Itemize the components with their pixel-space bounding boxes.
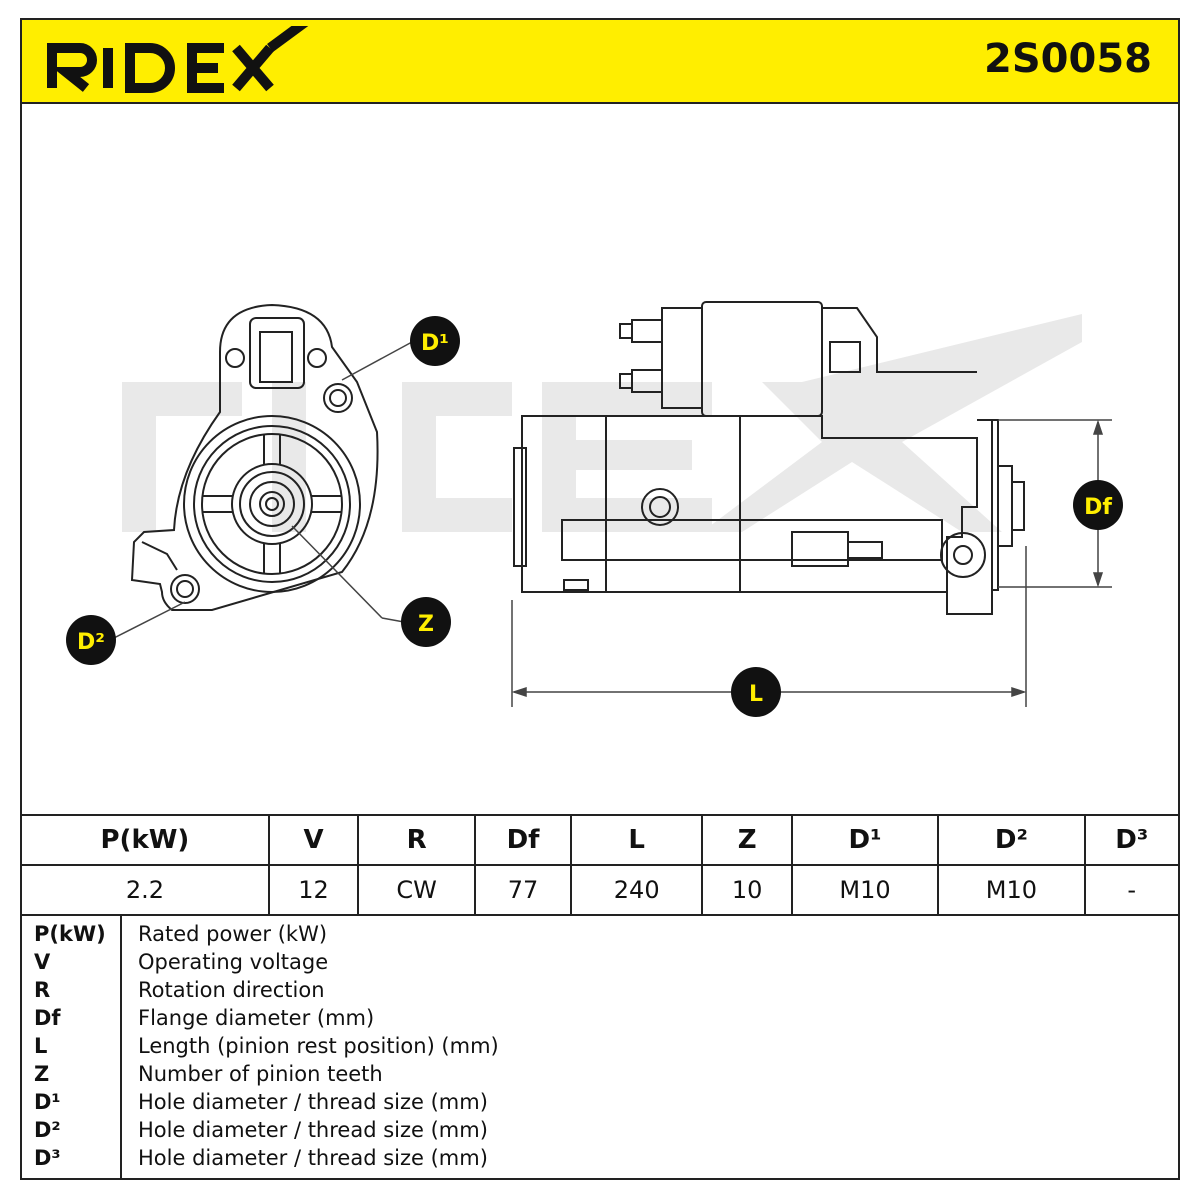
legend-key: R xyxy=(34,978,51,1002)
spec-value: M10 xyxy=(938,865,1086,916)
callout-l: L xyxy=(731,667,781,717)
callout-df: Df xyxy=(1073,480,1123,530)
legend-key: L xyxy=(34,1034,48,1058)
legend-desc: Rotation direction xyxy=(138,978,325,1002)
legend-desc: Flange diameter (mm) xyxy=(138,1006,375,1030)
spec-header: D³ xyxy=(1084,815,1178,866)
ridex-watermark xyxy=(122,314,1082,532)
callout-d1: D¹ xyxy=(410,316,460,366)
legend-key: D³ xyxy=(34,1146,61,1170)
callout-df-label: Df xyxy=(1084,495,1112,520)
spec-header-row: P(kW) V R Df L Z D¹ D² D³ xyxy=(22,815,1178,866)
legend-key: D² xyxy=(34,1118,61,1142)
callout-d2-label: D² xyxy=(77,630,105,655)
front-view xyxy=(130,303,379,611)
spec-value: 240 xyxy=(570,865,704,916)
spec-header: R xyxy=(358,815,477,866)
part-number: 2S0058 xyxy=(984,36,1152,82)
header-bar: 2S0058 xyxy=(22,20,1178,104)
legend-desc: Hole diameter / thread size (mm) xyxy=(138,1146,488,1170)
callout-z-label: Z xyxy=(418,612,434,637)
spec-table: P(kW) V R Df L Z D¹ D² D³ 2.2 12 CW 77 2… xyxy=(22,814,1178,916)
legend-desc: Number of pinion teeth xyxy=(138,1062,383,1086)
spec-value: 10 xyxy=(702,865,793,916)
spec-value-row: 2.2 12 CW 77 240 10 M10 M10 - xyxy=(22,865,1178,916)
callout-l-label: L xyxy=(749,682,763,707)
spec-value: CW xyxy=(358,865,477,916)
legend-key: P(kW) xyxy=(34,922,106,946)
callout-z: Z xyxy=(401,597,451,647)
technical-drawing: D¹ D² Z Df L xyxy=(66,301,1123,717)
spec-header: D¹ xyxy=(791,815,940,866)
side-view xyxy=(513,301,1025,615)
spec-value: - xyxy=(1084,865,1178,916)
callout-d2: D² xyxy=(66,615,116,665)
legend: P(kW) Rated power (kW) V Operating volta… xyxy=(22,914,1178,1180)
legend-key: Df xyxy=(34,1006,61,1030)
legend-desc: Hole diameter / thread size (mm) xyxy=(138,1090,488,1114)
spec-value: 77 xyxy=(475,865,572,916)
spec-header: V xyxy=(268,815,360,866)
spec-value: M10 xyxy=(791,865,940,916)
legend-desc: Rated power (kW) xyxy=(138,922,328,946)
spec-header: P(kW) xyxy=(22,815,270,866)
legend-desc: Length (pinion rest position) (mm) xyxy=(138,1034,499,1058)
callout-d1-label: D¹ xyxy=(421,331,449,356)
legend-key: D¹ xyxy=(34,1090,61,1114)
datasheet-frame: 2S0058 xyxy=(20,18,1180,1180)
ridex-logo xyxy=(47,26,309,93)
legend-key: Z xyxy=(34,1062,50,1086)
spec-header: Df xyxy=(475,815,572,866)
spec-value: 2.2 xyxy=(22,865,270,916)
spec-header: Z xyxy=(702,815,793,866)
legend-key: V xyxy=(34,950,51,974)
spec-value: 12 xyxy=(268,865,360,916)
legend-desc: Operating voltage xyxy=(138,950,329,974)
legend-key-column xyxy=(22,914,122,1180)
legend-desc: Hole diameter / thread size (mm) xyxy=(138,1118,488,1142)
spec-header: D² xyxy=(938,815,1086,866)
spec-header: L xyxy=(570,815,704,866)
